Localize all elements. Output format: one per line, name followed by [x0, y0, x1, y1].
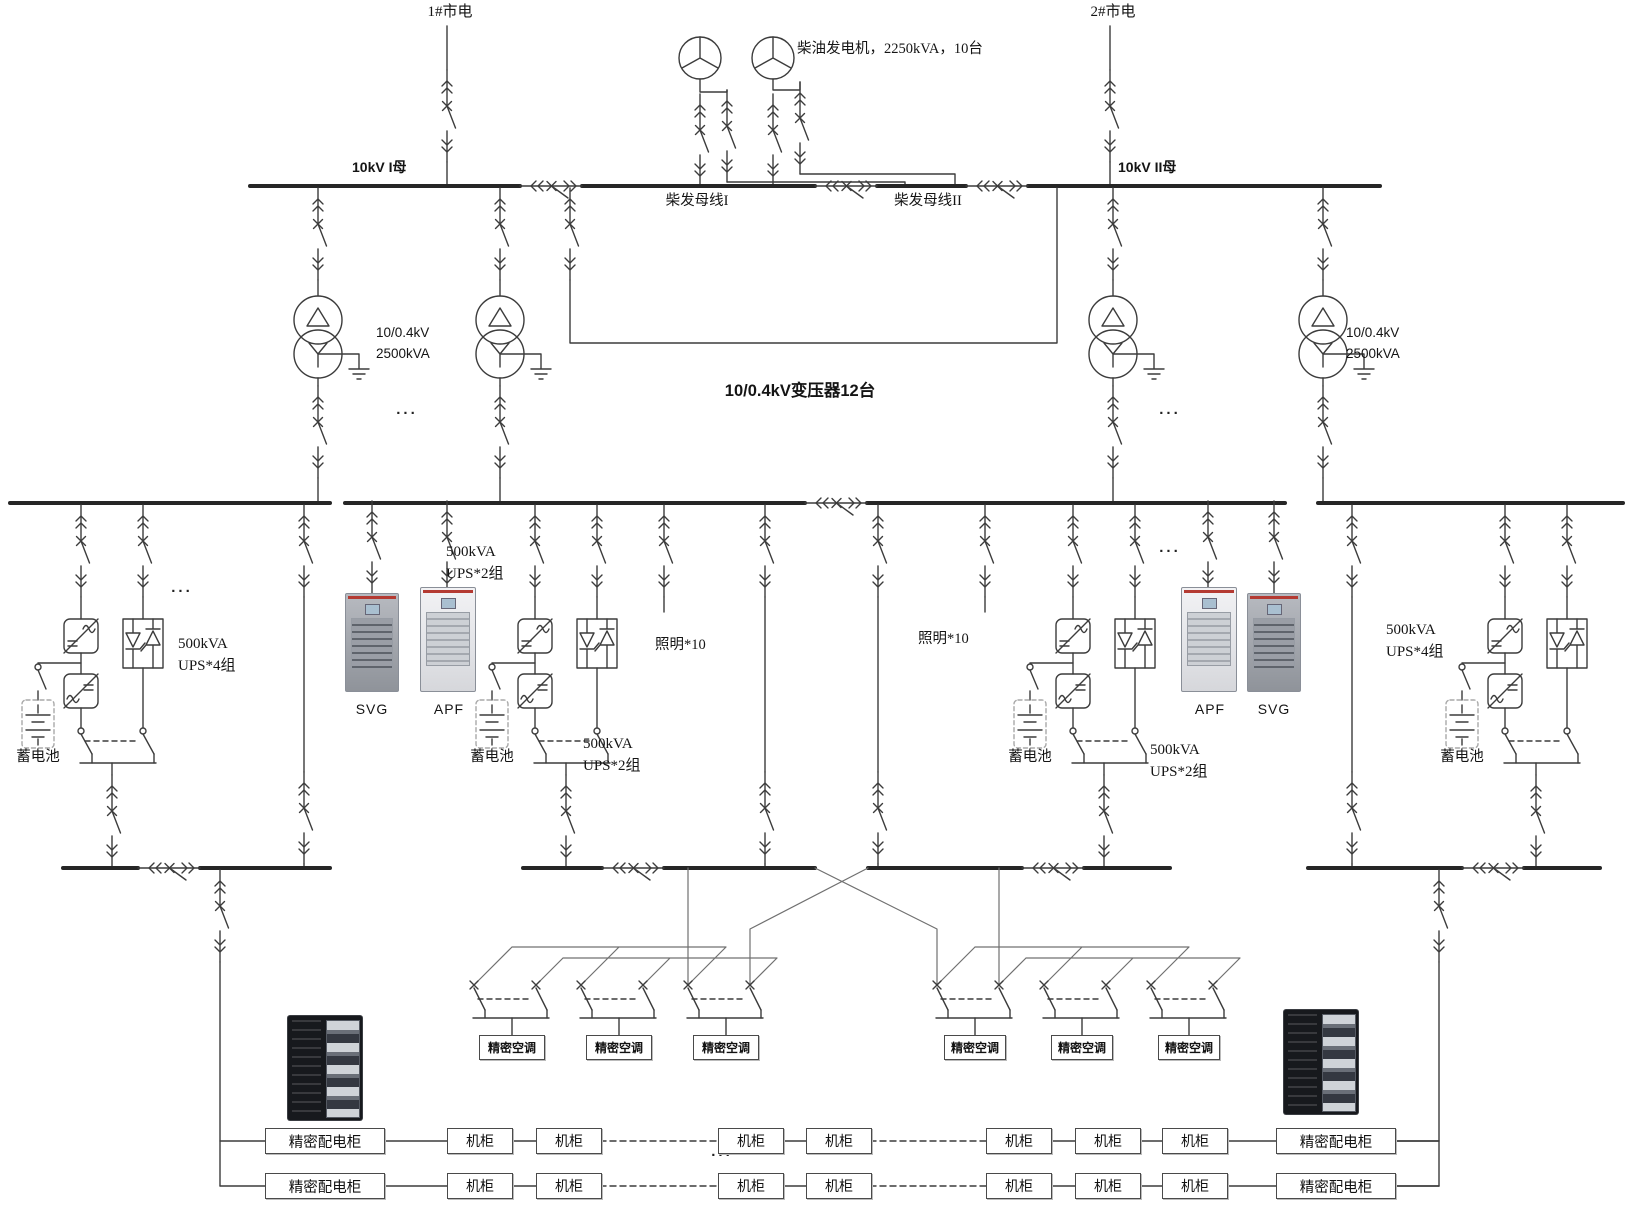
lighting-label-right: 照明*10 [918, 631, 969, 647]
svg-label-right: SVG [1257, 701, 1291, 717]
crac-box: 精密空调 [944, 1035, 1006, 1060]
rack-box: 机柜 [986, 1173, 1052, 1199]
rack-box: 机柜 [1075, 1173, 1141, 1199]
transformer-summary: 10/0.4kV变压器12台 [724, 382, 876, 400]
ups4-cap-far-left: 500kVA [178, 636, 228, 652]
pdc-riser-left [214, 869, 266, 1187]
xfmr-capacity-left: 2500kVA [376, 346, 430, 361]
rack-box: 机柜 [536, 1173, 602, 1199]
battery-label-2: 蓄电池 [470, 749, 514, 765]
xfmr-capacity-right: 2500kVA [1346, 346, 1400, 361]
crac-box: 精密空调 [693, 1035, 759, 1060]
crac-box: 精密空调 [1158, 1035, 1220, 1060]
rack-box: 机柜 [1075, 1128, 1141, 1154]
gen-bus2-label: 柴发母线II [894, 193, 962, 209]
rack-box: 机柜 [1162, 1173, 1228, 1199]
hv-bus2-label: 10kV II母 [1118, 159, 1177, 175]
apf-label-right: APF [1194, 701, 1226, 717]
utility2-feeder [1104, 25, 1120, 187]
pdc-box: 精密配电柜 [1276, 1173, 1396, 1199]
svg-feeder-right [1268, 500, 1284, 594]
ups4-group-far-left: UPS*4组 [178, 658, 236, 674]
mains-feeder-mid-left [759, 504, 775, 869]
rack-box: 机柜 [806, 1173, 872, 1199]
xfmr-ratio-left: 10/0.4kV [376, 325, 430, 340]
mains-feeder-far-right [1346, 504, 1362, 869]
pdc-cabinet-photo-right [1284, 1010, 1358, 1114]
svg-feeder-left [366, 500, 382, 594]
apf-label-left: APF [433, 701, 465, 717]
ellipsis-far-left: ... [171, 579, 193, 596]
hv-bus1-label: 10kV I母 [352, 159, 407, 175]
lighting-label-left: 照明*10 [655, 637, 706, 653]
ups2-group-mid-left-in: UPS*2组 [446, 566, 504, 582]
rack-box: 机柜 [718, 1128, 784, 1154]
ups-group-far-right [1446, 505, 1587, 868]
rack-box: 机柜 [1162, 1128, 1228, 1154]
row-connectors [382, 1140, 1440, 1187]
pdc-box: 精密配电柜 [265, 1173, 385, 1199]
rack-box: 机柜 [806, 1128, 872, 1154]
generator-note: 柴油发电机，2250kVA，10台 [797, 41, 983, 57]
ups2-group-mid-right: UPS*2组 [1150, 764, 1208, 780]
ups2-cap-mid-left-out: 500kVA [583, 736, 633, 752]
apf-cabinet-left [420, 587, 476, 692]
ups-group-far-left [22, 505, 163, 868]
svg-label-left: SVG [355, 701, 389, 717]
rack-box: 机柜 [986, 1128, 1052, 1154]
ups2-cap-mid-left-in: 500kVA [446, 544, 496, 560]
ups2-cap-mid-right: 500kVA [1150, 742, 1200, 758]
ups4-cap-far-right: 500kVA [1386, 622, 1436, 638]
generator-feeders [694, 78, 956, 187]
battery-label-4: 蓄电池 [1440, 749, 1484, 765]
hv-cross-tie [564, 187, 1058, 344]
utility2-label: 2#市电 [1090, 4, 1136, 20]
crac-box: 精密空调 [1051, 1035, 1113, 1060]
generator-icons [678, 36, 795, 80]
ups2-group-mid-left-out: UPS*2组 [583, 758, 641, 774]
rack-box: 机柜 [447, 1173, 513, 1199]
crac-box: 精密空调 [479, 1035, 545, 1060]
crac-feed-network [473, 867, 1241, 986]
pdc-box: 精密配电柜 [265, 1128, 385, 1154]
apf-feeder-right [1202, 500, 1218, 594]
utility1-label: 1#市电 [427, 4, 473, 20]
rack-box: 机柜 [447, 1128, 513, 1154]
ups4-group-far-right: UPS*4组 [1386, 644, 1444, 660]
svg-cabinet-right [1247, 593, 1301, 692]
transformer-feeders [293, 187, 1375, 504]
gen-bus1-label: 柴发母线I [665, 193, 729, 209]
rack-box: 机柜 [718, 1173, 784, 1199]
pdc-box: 精密配电柜 [1276, 1128, 1396, 1154]
ellipsis-mid-right: ... [1159, 539, 1181, 556]
xfmr-ratio-right: 10/0.4kV [1346, 325, 1400, 340]
mains-feeder-mid-right [872, 504, 888, 869]
crac-ats-switches [469, 980, 1227, 1036]
lighting-feeder-left [658, 504, 674, 613]
ups-group-mid-left [476, 505, 617, 868]
ellipsis-xfmr-right: ... [1159, 401, 1181, 418]
svg-cabinet-left [345, 593, 399, 692]
pdc-cabinet-photo-left [288, 1016, 362, 1120]
output-bus-ties [137, 862, 1525, 881]
pdc-riser-right [1394, 869, 1449, 1187]
mains-feeder-far-left [298, 504, 314, 869]
crac-box: 精密空调 [586, 1035, 652, 1060]
battery-label-3: 蓄电池 [1008, 749, 1052, 765]
ups-group-mid-right [1014, 505, 1155, 868]
ellipsis-xfmr-left: ... [396, 401, 418, 418]
apf-cabinet-right [1181, 587, 1237, 692]
lighting-feeder-right [979, 504, 995, 613]
utility1-feeder [441, 25, 457, 187]
battery-label-1: 蓄电池 [16, 749, 60, 765]
rack-box: 机柜 [536, 1128, 602, 1154]
lv-bus-tie [804, 497, 868, 516]
